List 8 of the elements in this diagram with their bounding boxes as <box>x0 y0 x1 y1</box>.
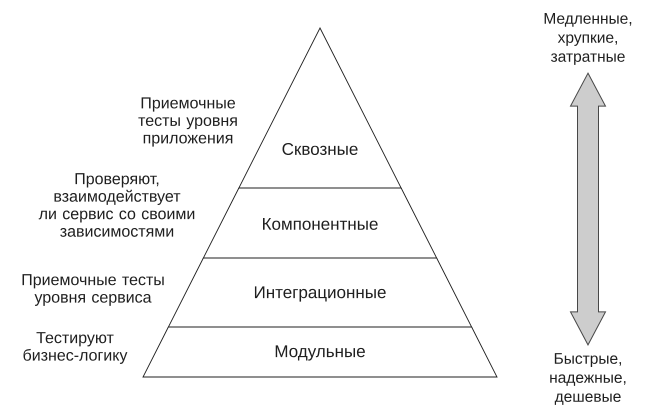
pyramid-tier: Интеграционные <box>168 258 472 328</box>
scale-label: Быстрые, надежные, дешевые <box>550 353 626 405</box>
tier-description: Приемочные тесты уровня приложения <box>138 97 237 147</box>
tier-description: Проверяют, взаимодействует ли сервис со своими зависимостями <box>38 173 194 237</box>
scale-label: Медленные, хрупкие, затратные <box>544 13 632 65</box>
tier-description: Тестируют бизнес-логику <box>24 332 128 364</box>
pyramid-tier: Компонентные <box>202 188 438 258</box>
tier-description: Приемочные тесты уровня сервиса <box>22 274 164 306</box>
